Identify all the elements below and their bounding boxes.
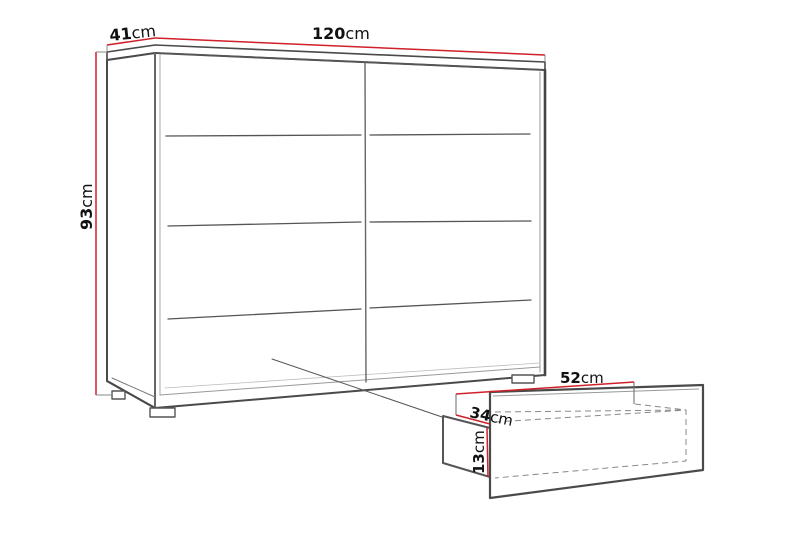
depth-label: 41cm — [108, 21, 156, 45]
drawer-line — [165, 134, 362, 137]
leader-line — [271, 358, 446, 419]
height-label: 93cm — [77, 183, 96, 230]
drawer-line — [167, 221, 362, 227]
cabinet-feet — [111, 374, 535, 418]
drawer-hidden-outline — [494, 409, 687, 479]
drawer-line — [369, 299, 532, 309]
depth-dimension-line — [106, 37, 156, 46]
drawer-line — [369, 220, 532, 223]
cabinet-left-side — [106, 52, 156, 409]
drawer-height-label: 13cm — [470, 430, 488, 474]
drawer-depth-label: 34cm — [468, 403, 515, 430]
drawer-width-label: 52cm — [560, 369, 604, 387]
drawer-line — [167, 308, 362, 320]
drawer-width-dimension-line — [455, 381, 635, 395]
drawer-detail — [442, 381, 705, 500]
dimension-lines — [95, 37, 546, 396]
drawer-depth-dimension-line — [455, 414, 491, 425]
width-dimension-line — [154, 37, 546, 56]
center-divider — [364, 61, 367, 383]
drawer-height-dimension-line — [486, 427, 489, 478]
drawer-front — [488, 383, 705, 500]
width-label: 120cm — [312, 24, 370, 43]
drawer-line — [369, 133, 531, 136]
cabinet — [106, 44, 547, 419]
